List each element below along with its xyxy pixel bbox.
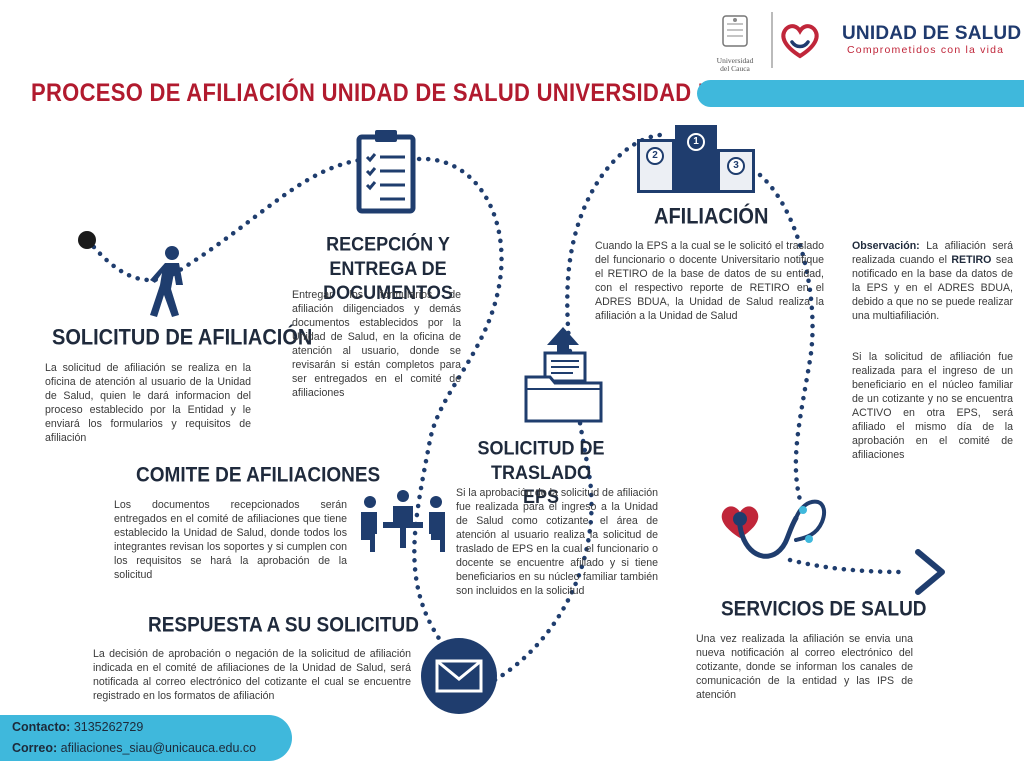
unidad-salud-logo [778,18,822,67]
podium-place-1: 1 [687,133,705,151]
step-afiliacion-text: Cuando la EPS a la cual se le solicitó e… [595,240,824,322]
step-solicitud-text: La solicitud de afiliación se realiza en… [45,362,251,444]
folder-upload-icon [523,327,607,430]
podium-icon: 2 1 3 [637,125,755,193]
title-accent-bar [697,80,1024,107]
contact-phone-line: Contacto: 3135262729 [12,717,292,738]
university-label-1: Universidad [716,56,754,65]
step-traslado-title-line1: SOLICITUD DE [477,437,605,460]
step-recepcion-title-line1: RECEPCIÓN Y ENTREGA DE [326,233,450,280]
clipboard-checklist-icon [355,127,417,220]
step-solicitud-title: SOLICITUD DE AFILIACIÓN [52,326,313,351]
observation-note: Observación: La afiliación será realizad… [852,239,1013,323]
contact-bar: Contacto: 3135262729 Correo: afiliacione… [0,715,292,761]
contact-phone[interactable]: 3135262729 [73,720,144,734]
podium-place-3: 3 [727,157,745,175]
contact-phone-label: Contacto: [12,720,71,734]
heart-logo-icon [781,24,819,59]
meeting-people-icon [357,488,449,561]
step-afiliacion-title: AFILIACIÓN [654,205,769,230]
step-servicios-text: Una vez realizada la afiliación se envia… [696,633,913,701]
university-logo: Universidad del Cauca [707,12,763,73]
step-recepcion-text: Entregar los formularios de afiliación d… [292,289,461,399]
university-seal-icon [722,15,748,47]
contact-email-label: Correo: [12,741,58,755]
brand-tagline: Comprometidos con la vida [847,44,1005,56]
step-comite-title: COMITE DE AFILIACIONES [136,464,381,488]
contact-email[interactable]: afiliaciones_siau@unicauca.edu.co [60,741,257,755]
observation-label: Observación: [852,240,920,252]
step-recepcion-title-line2: DOCUMENTOS [323,281,453,304]
step-traslado-title: SOLICITUD DE TRASLADO EPS [473,436,609,509]
step-traslado-title-line2: TRASLADO EPS [491,461,591,508]
step-traslado-text: Si la aprobación de la solicitud de afil… [456,487,658,597]
logo-divider [771,12,773,68]
podium-place-2: 2 [646,147,664,165]
step-servicios-title: SERVICIOS DE SALUD [721,598,927,622]
step-respuesta-title: RESPUESTA A SU SOLICITUD [148,614,419,638]
observation-text-2: Si la solicitud de afiliación fue realiz… [852,351,1013,461]
observation-text-b: sea notificado en la base da datos de la… [852,254,1013,322]
chevron-right-icon [912,548,948,601]
envelope-icon [420,637,498,720]
step-recepcion-title: RECEPCIÓN Y ENTREGA DE DOCUMENTOS [288,232,488,305]
contact-email-line: Correo: afiliaciones_siau@unicauca.edu.c… [12,738,292,759]
observation-text-a: La afiliación será realizada cuando el [852,240,1013,266]
university-label-2: del Cauca [720,64,750,73]
observation-retiro: RETIRO [951,254,992,266]
brand-name: UNIDAD DE SALUD [842,23,1022,44]
page-title: PROCESO DE AFILIACIÓN UNIDAD DE SALUD UN… [31,78,830,107]
stethoscope-heart-icon [716,492,828,579]
step-respuesta-text: La decisión de aprobación o negación de … [93,648,411,702]
walking-person-icon [145,245,195,325]
step-comite-text: Los documentos recepcionados serán entre… [114,499,347,581]
